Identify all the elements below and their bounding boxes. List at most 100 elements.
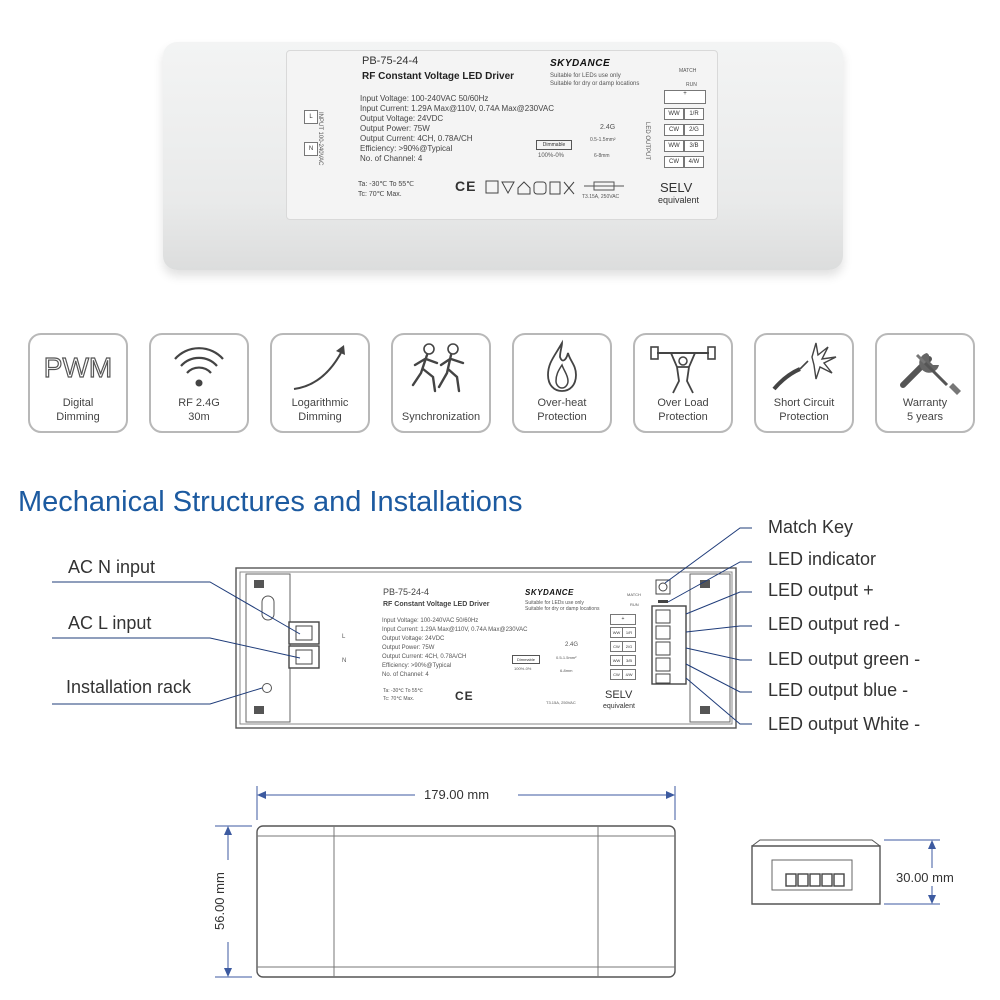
spec-line: Output Voltage: 24VDC bbox=[360, 114, 444, 123]
drawing-run: RUN bbox=[630, 602, 639, 607]
drawing-fuse: T3.15A, 250VAC bbox=[546, 700, 576, 705]
feature-label-2: Synchronization bbox=[401, 411, 481, 423]
callout-led-blue: LED output blue - bbox=[768, 680, 909, 700]
drawing-spec-list: Input Voltage: 100-240VAC 50/60Hz Input … bbox=[382, 617, 528, 680]
drawing-rf: 2.4G bbox=[565, 642, 579, 648]
drawing-suitable-2: Suitable for dry or damp locations bbox=[525, 606, 600, 612]
feature-synchronization: Synchronization bbox=[391, 333, 491, 433]
run-label: RUN bbox=[686, 82, 697, 88]
fuse-icon bbox=[584, 181, 624, 191]
callout-ac-l: AC L input bbox=[68, 613, 152, 633]
drawing-dim-range: 100%-0% bbox=[514, 666, 532, 671]
weightlifter-icon bbox=[650, 346, 716, 394]
feature-label-2: Protection bbox=[658, 411, 708, 423]
output-left: CW bbox=[664, 124, 684, 136]
drawing-output-right: 1/R bbox=[622, 627, 636, 638]
callout-led-green: LED output green - bbox=[768, 649, 921, 669]
drawing-dimmable: Dimmable bbox=[512, 655, 540, 664]
drawing-spec-line: Input Current: 1.29A Max@110V, 0.74A Max… bbox=[382, 627, 528, 633]
strip-length: 6-8mm bbox=[594, 153, 610, 159]
drawing-output-right: 2/G bbox=[622, 641, 636, 652]
output-right: 4/W bbox=[684, 156, 704, 168]
drawing-selv: SELV bbox=[605, 689, 633, 701]
section-heading: Mechanical Structures and Installations bbox=[18, 486, 523, 518]
terminal-n: N bbox=[304, 142, 318, 156]
drawing-brand: SKYDANCE bbox=[525, 588, 574, 597]
output-plus: + bbox=[664, 90, 706, 104]
ta-rating: Ta: -30℃ To 55℃ bbox=[358, 181, 415, 188]
ce-mark: CE bbox=[455, 178, 477, 194]
output-right: 1/R bbox=[684, 108, 704, 120]
callout-installation-rack: Installation rack bbox=[66, 677, 192, 697]
brand-logo: SKYDANCE bbox=[550, 58, 611, 69]
dimension-drawing bbox=[215, 786, 940, 978]
product-label bbox=[286, 50, 718, 220]
feature-label-2: Protection bbox=[779, 411, 829, 423]
feature-over-load: Over Load Protection bbox=[633, 333, 733, 433]
suitable-line-1: Suitable for LEDs use only bbox=[550, 73, 621, 79]
mechanical-diagram bbox=[52, 527, 752, 729]
output-left: WW bbox=[664, 108, 684, 120]
feature-short-circuit: Short Circuit Protection bbox=[754, 333, 854, 433]
feature-rf: RF 2.4G 30m bbox=[149, 333, 249, 433]
drawing-spec-line: Output Voltage: 24VDC bbox=[382, 636, 445, 642]
spec-line: Efficiency: >90%@Typical bbox=[360, 144, 453, 153]
drawing-spec-line: Output Current: 4CH, 0.78A/CH bbox=[382, 654, 467, 660]
drawing-terminal-n: N bbox=[342, 658, 347, 664]
spec-line: No. of Channel: 4 bbox=[360, 154, 423, 163]
output-left: CW bbox=[664, 156, 684, 168]
cert-symbols-icon bbox=[485, 180, 575, 195]
spark-cable-icon bbox=[772, 342, 837, 391]
output-right: 2/G bbox=[684, 124, 704, 136]
feature-label-1: Warranty bbox=[902, 397, 948, 409]
selv-equivalent: equivalent bbox=[658, 195, 700, 205]
feature-label-1: RF 2.4G bbox=[178, 397, 220, 409]
spec-line: Output Current: 4CH, 0.78A/CH bbox=[360, 134, 473, 143]
feature-label-2: 5 years bbox=[906, 411, 944, 423]
feature-label-1: Logarithmic bbox=[291, 397, 349, 409]
dim-length: 179.00 mm bbox=[424, 787, 490, 802]
drawing-spec-line: No. of Channel: 4 bbox=[382, 672, 429, 678]
feature-logarithmic-dimming: Logarithmic Dimming bbox=[270, 333, 370, 433]
feature-label-1: Digital bbox=[62, 397, 94, 409]
feature-label-1: Over-heat bbox=[537, 397, 587, 409]
drawing-output-right: 4/W bbox=[622, 669, 636, 680]
input-label: INPUT 100-240VAC bbox=[317, 112, 323, 166]
spec-line: Input Current: 1.29A Max@110V, 0.74A Max… bbox=[360, 104, 554, 113]
drawing-match: MATCH bbox=[627, 592, 641, 597]
drawing-ce: CE bbox=[455, 689, 474, 703]
dimmable-badge: Dimmable bbox=[536, 140, 572, 150]
flame-icon bbox=[547, 339, 577, 392]
drawing-suitable-1: Suitable for LEDs use only bbox=[525, 600, 584, 606]
drawing-model: PB-75-24-4 bbox=[383, 587, 430, 597]
spec-list: Input Voltage: 100-240VAC 50/60Hz Input … bbox=[360, 94, 554, 164]
feature-label-1: Over Load bbox=[657, 397, 709, 409]
pwm-glyph: PWM bbox=[44, 352, 112, 383]
wire-spec: 0.5-1.5mm² bbox=[590, 137, 616, 143]
output-left: WW bbox=[664, 140, 684, 152]
callout-led-plus: LED output + bbox=[768, 580, 874, 600]
callout-match-key: Match Key bbox=[768, 517, 854, 537]
match-label: MATCH bbox=[679, 68, 697, 74]
fuse-rating: T3.15A, 250VAC bbox=[582, 194, 620, 200]
drawing-output-right: 3/B bbox=[622, 655, 636, 666]
drawing-output-plus: + bbox=[610, 614, 636, 625]
drawing-equivalent: equivalent bbox=[603, 703, 635, 710]
selv-mark: SELV bbox=[660, 180, 693, 195]
drawing-spec-line: Output Power: 75W bbox=[382, 645, 435, 651]
callout-led-indicator: LED indicator bbox=[768, 549, 877, 569]
callout-ac-n: AC N input bbox=[68, 557, 156, 577]
feature-over-heat: Over-heat Protection bbox=[512, 333, 612, 433]
dim-height: 30.00 mm bbox=[896, 870, 954, 885]
spec-line: Input Voltage: 100-240VAC 50/60Hz bbox=[360, 94, 489, 103]
feature-label-2: 30m bbox=[188, 411, 210, 423]
feature-label-2: Dimming bbox=[298, 411, 342, 423]
feature-label-2: Dimming bbox=[56, 411, 100, 423]
feature-label-1: Short Circuit bbox=[773, 397, 835, 409]
model-number: PB-75-24-4 bbox=[362, 55, 419, 67]
drawing-strip: 6-8mm bbox=[560, 668, 573, 673]
feature-warranty: Warranty 5 years bbox=[875, 333, 975, 433]
curve-arrow-icon bbox=[293, 345, 345, 390]
feature-digital-dimming: PWM Digital Dimming bbox=[28, 333, 128, 433]
tools-icon bbox=[900, 353, 961, 395]
